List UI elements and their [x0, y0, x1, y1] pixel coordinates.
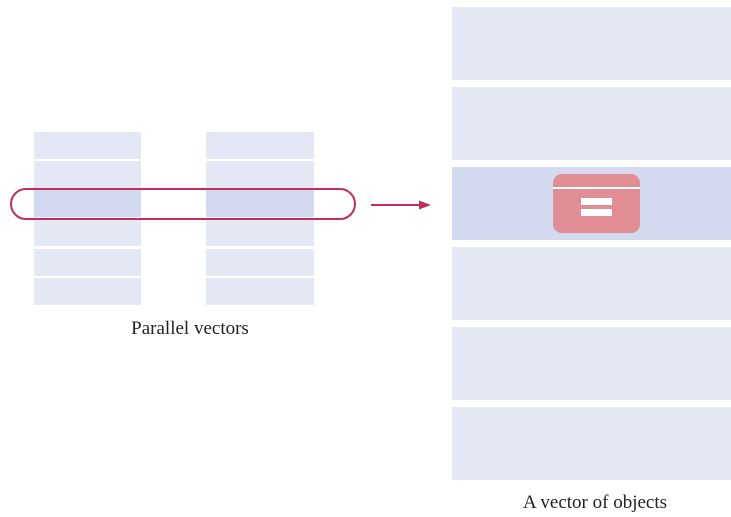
object-cell — [452, 87, 731, 160]
object-icon — [553, 174, 640, 233]
object-cell — [452, 327, 731, 400]
parallel-vector-left — [34, 132, 141, 305]
vector-cell — [206, 132, 314, 159]
object-cell — [452, 7, 731, 80]
vector-cell-highlighted — [206, 190, 314, 217]
object-cell — [452, 407, 731, 480]
parallel-vector-right — [206, 132, 314, 305]
object-cell — [452, 247, 731, 320]
vector-cell — [34, 249, 141, 276]
arrow — [371, 200, 431, 210]
vector-cell — [34, 278, 141, 305]
vector-cell — [206, 249, 314, 276]
vector-cell — [34, 219, 141, 246]
vector-cell-highlighted — [34, 190, 141, 217]
vector-cell — [34, 132, 141, 159]
object-vector — [452, 7, 731, 480]
vector-cell — [206, 161, 314, 188]
vector-cell — [34, 161, 141, 188]
vector-cell — [206, 278, 314, 305]
vector-of-objects-caption: A vector of objects — [522, 492, 668, 513]
parallel-vectors-caption: Parallel vectors — [131, 318, 249, 339]
vector-cell — [206, 219, 314, 246]
row-highlight-loop — [10, 188, 356, 220]
